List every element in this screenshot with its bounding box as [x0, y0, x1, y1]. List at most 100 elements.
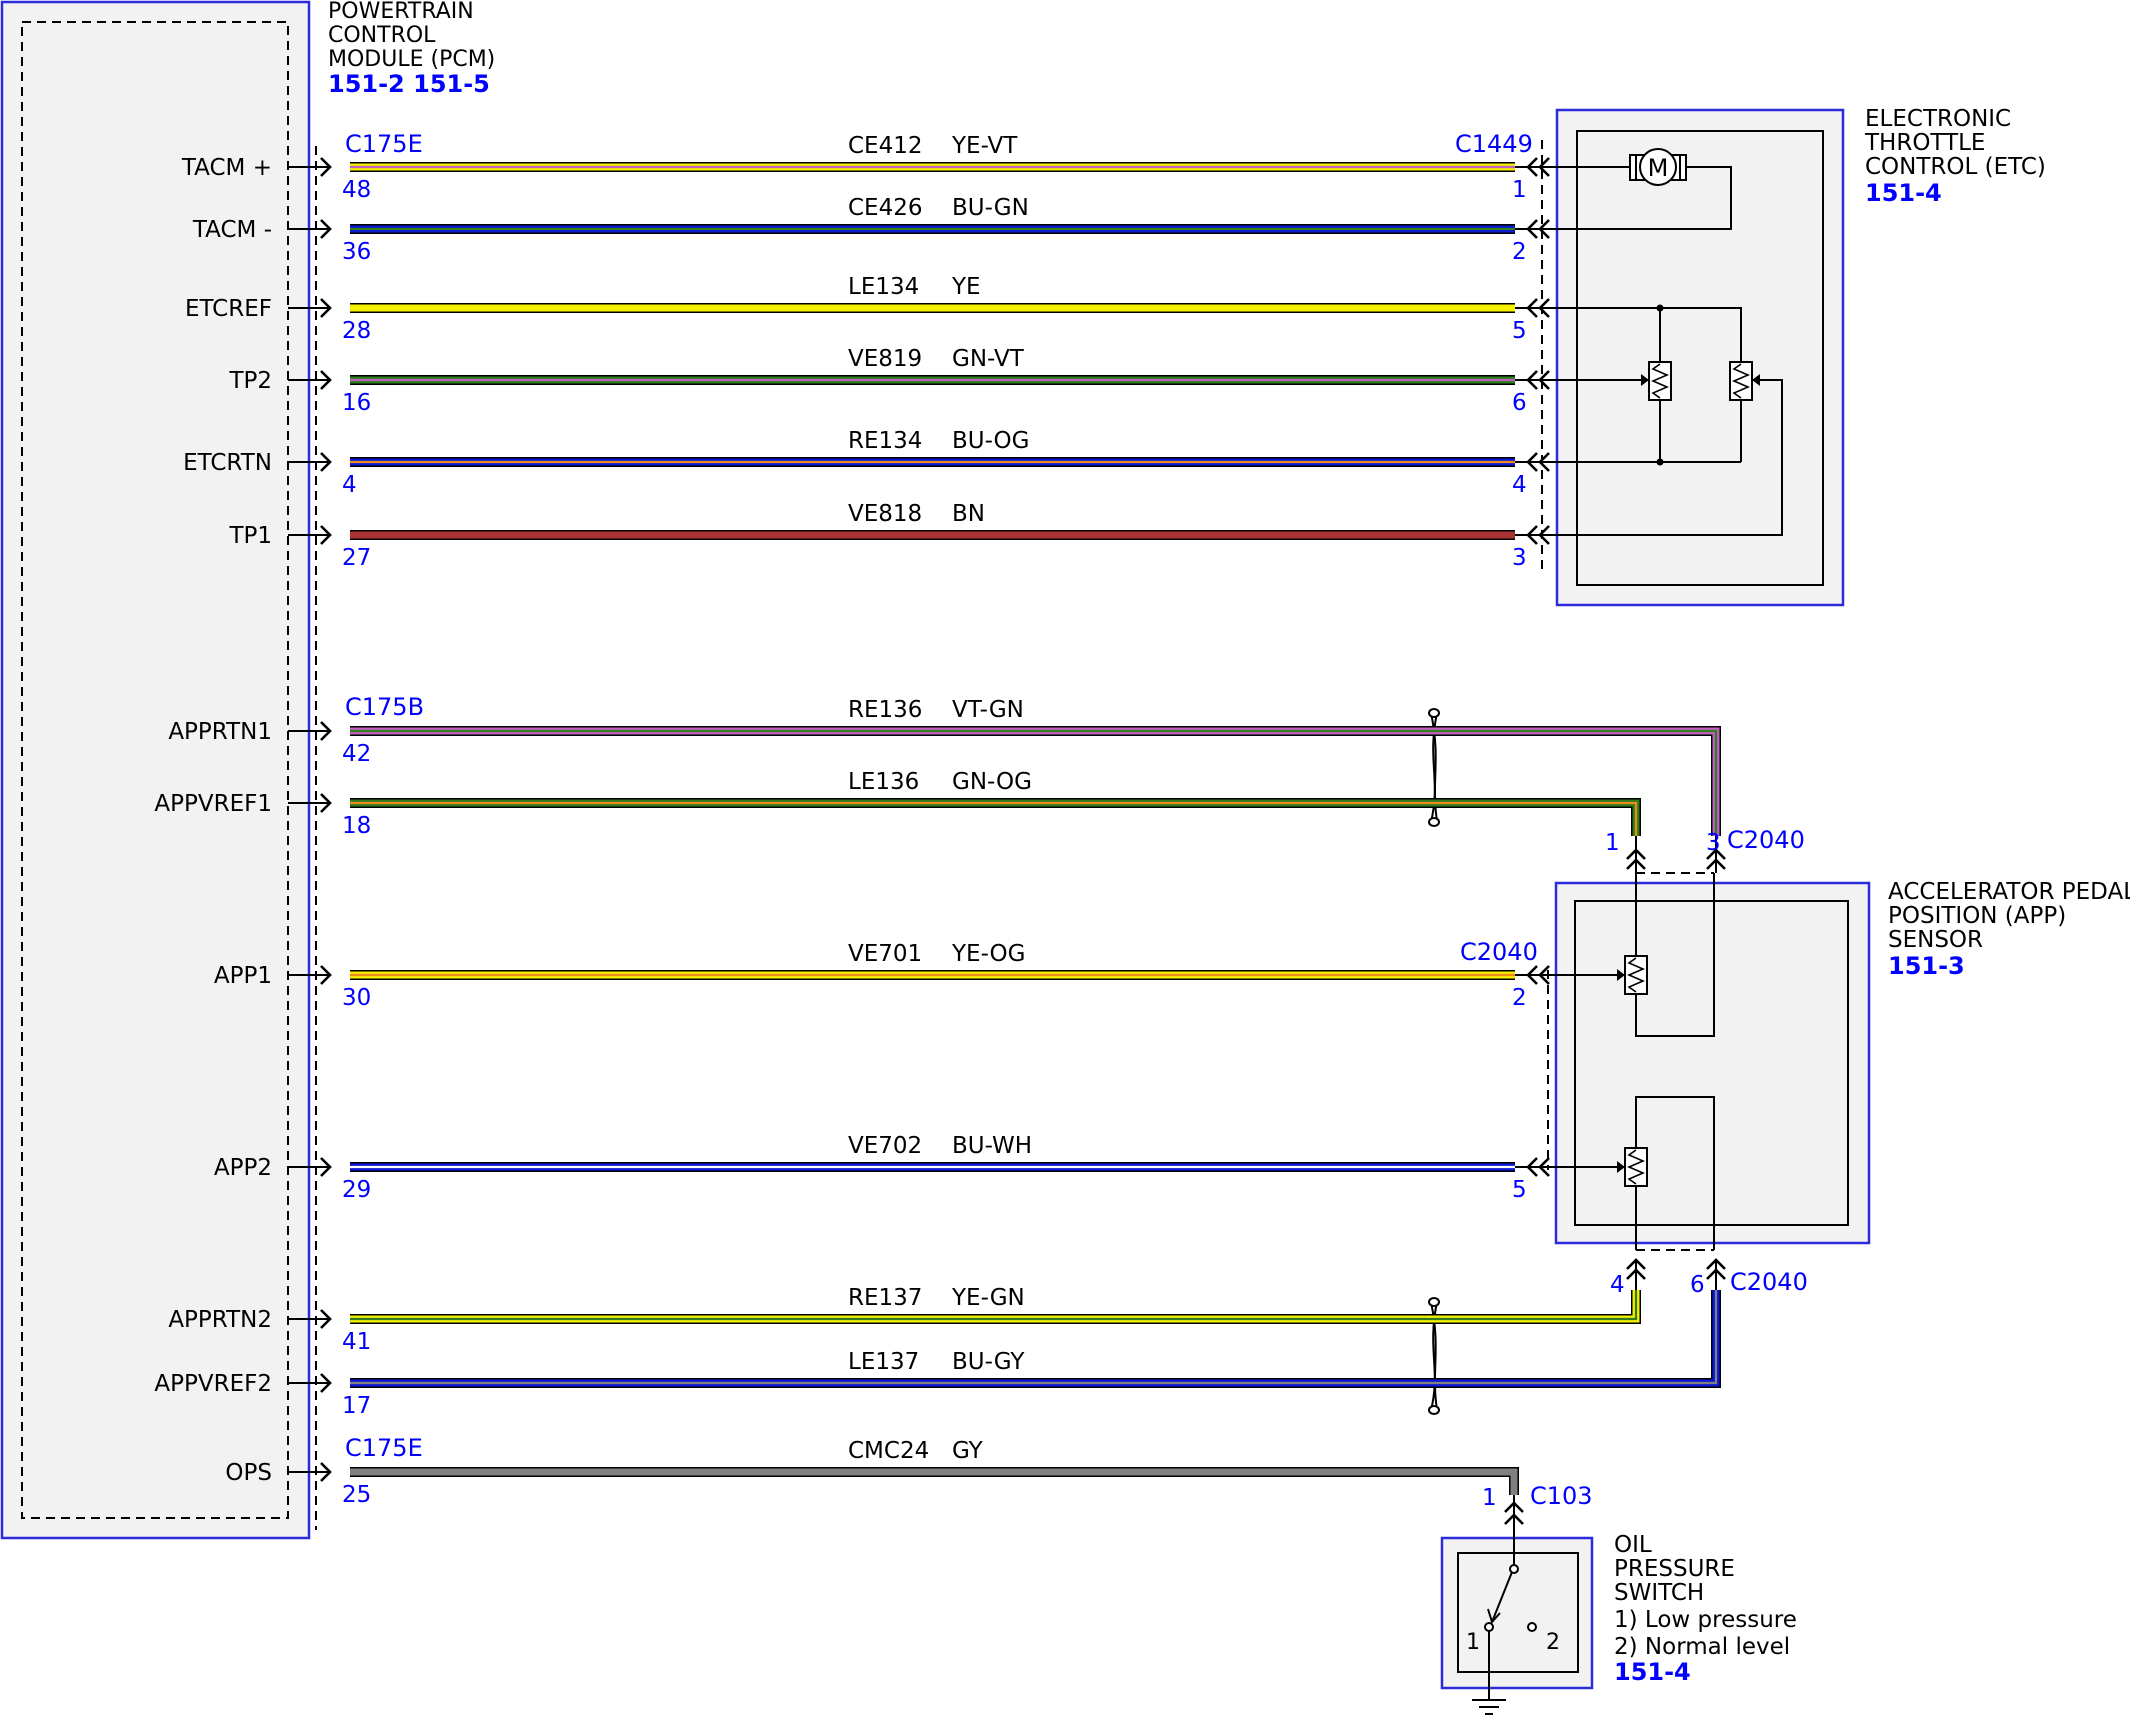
ops-title-line-1: OIL — [1614, 1532, 1652, 1558]
far-pin-number: 4 — [1610, 1272, 1625, 1298]
wire-color-code: BU-WH — [952, 1133, 1032, 1159]
circuit-id: RE137 — [848, 1285, 922, 1311]
app-inner-outline — [1574, 900, 1849, 1226]
circuit-id: VE702 — [848, 1133, 922, 1159]
etc-inner-outline — [1576, 130, 1824, 586]
wire-color-code: GN-VT — [952, 346, 1025, 372]
signal-name: APPVREF2 — [154, 1371, 272, 1397]
ops-connector-label: C103 — [1530, 1482, 1593, 1510]
etc-title-line-1: ELECTRONIC — [1865, 106, 2011, 132]
circuit-row: ETCREF 28 LE134 YE 5 — [185, 274, 1551, 344]
ops-state-1: 1) Low pressure — [1614, 1607, 1797, 1633]
signal-name: APPRTN2 — [168, 1307, 272, 1333]
wire — [350, 1290, 1641, 1324]
signal-name: OPS — [225, 1460, 272, 1486]
far-pin-number: 2 — [1512, 239, 1527, 265]
ops-ref-link[interactable]: 151-4 — [1614, 1658, 1691, 1686]
wire — [350, 1467, 1519, 1495]
app-connector-label-top: C2040 — [1727, 826, 1805, 854]
pcm-pin-number: 28 — [342, 318, 371, 344]
circuit-id: LE136 — [848, 769, 919, 795]
pcm-outline — [0, 0, 311, 1540]
motor-icon: M — [1536, 148, 1732, 230]
circuit-id: VE818 — [848, 501, 922, 527]
app-title-line-1: ACCELERATOR PEDAL — [1888, 879, 2130, 905]
ops-title-line-3: SWITCH — [1614, 1580, 1704, 1606]
wire-color-code: YE-GN — [951, 1285, 1025, 1311]
ops-contact-1: 1 — [1466, 1630, 1480, 1655]
signal-name: ETCREF — [185, 296, 272, 322]
circuit-id: CE412 — [848, 133, 923, 159]
circuit-id: LE134 — [848, 274, 919, 300]
wire-color-code: YE — [951, 274, 981, 300]
app-outline — [1554, 881, 1871, 1245]
app-title-line-2: POSITION (APP) — [1888, 903, 2066, 929]
ops-state-2: 2) Normal level — [1614, 1634, 1790, 1660]
circuit-id: VE819 — [848, 346, 922, 372]
oil-pressure-switch: OIL PRESSURE SWITCH 1) Low pressure 2) N… — [1440, 1482, 1797, 1715]
app1-sensor-icon — [1536, 873, 1715, 1037]
far-pin-number: 1 — [1482, 1485, 1497, 1511]
wire-color-code: YE-VT — [951, 133, 1018, 159]
motor-symbol: M — [1648, 154, 1669, 182]
pcm-pin-number: 4 — [342, 472, 357, 498]
signal-name: APP1 — [214, 963, 272, 989]
far-pin-number: 2 — [1512, 985, 1527, 1011]
wire — [350, 726, 1721, 836]
circuit-id: CMC24 — [848, 1438, 929, 1464]
wire-color-code: BU-OG — [952, 428, 1029, 454]
app-title-line-3: SENSOR — [1888, 927, 1983, 953]
far-pin-number: 1 — [1512, 177, 1527, 203]
pcm-title-line-1: POWERTRAIN — [328, 0, 474, 24]
ops-contact-2: 2 — [1546, 1630, 1560, 1655]
wire-color-code: GN-OG — [952, 769, 1032, 795]
circuit-id: RE136 — [848, 697, 922, 723]
signal-name: APPVREF1 — [154, 791, 272, 817]
pcm-pin-number: 36 — [342, 239, 371, 265]
far-pin-number: 6 — [1690, 1272, 1705, 1298]
ops-outline — [1440, 1536, 1594, 1690]
app-connector-label-side: C2040 — [1460, 938, 1538, 966]
throttle-position-sensors — [1536, 304, 1783, 536]
signal-name: TACM + — [181, 155, 272, 181]
app-ref-link[interactable]: 151-3 — [1888, 952, 1965, 980]
pcm-pin-number: 42 — [342, 741, 371, 767]
wire — [350, 798, 1641, 836]
pcm-pin-number: 27 — [342, 545, 371, 571]
signal-name: TACM - — [192, 217, 272, 243]
etc-title-line-2: THROTTLE — [1864, 130, 1985, 156]
pcm-title-line-2: CONTROL — [328, 23, 436, 48]
far-pin-number: 6 — [1512, 390, 1527, 416]
pcm-pin-number: 48 — [342, 177, 371, 203]
wire-color-code: BU-GY — [952, 1349, 1025, 1375]
signal-name: TP1 — [228, 523, 272, 549]
pcm-pin-number: 17 — [342, 1393, 371, 1419]
ground-icon — [1472, 1699, 1506, 1715]
circuit-id: RE134 — [848, 428, 922, 454]
pcm-connector-label-3: C175E — [345, 1434, 423, 1462]
wire-color-code: VT-GN — [952, 697, 1024, 723]
pcm-pin-number: 25 — [342, 1482, 371, 1508]
pcm-ref-link[interactable]: 151-2 151-5 — [328, 70, 490, 98]
signal-name: APPRTN1 — [168, 719, 272, 745]
signal-name: APP2 — [214, 1155, 272, 1181]
etc-ref-link[interactable]: 151-4 — [1865, 179, 1942, 207]
wire-color-code: BU-GN — [952, 195, 1029, 221]
pcm-pin-number: 18 — [342, 813, 371, 839]
ops-title-line-2: PRESSURE — [1614, 1556, 1735, 1582]
app2-sensor-icon — [1536, 1096, 1715, 1250]
pcm-title-line-3: MODULE (PCM) — [328, 47, 495, 72]
far-pin-number: 5 — [1512, 318, 1527, 344]
pcm-connector-label-2: C175B — [345, 693, 424, 721]
ops-inner-outline — [1457, 1552, 1579, 1673]
